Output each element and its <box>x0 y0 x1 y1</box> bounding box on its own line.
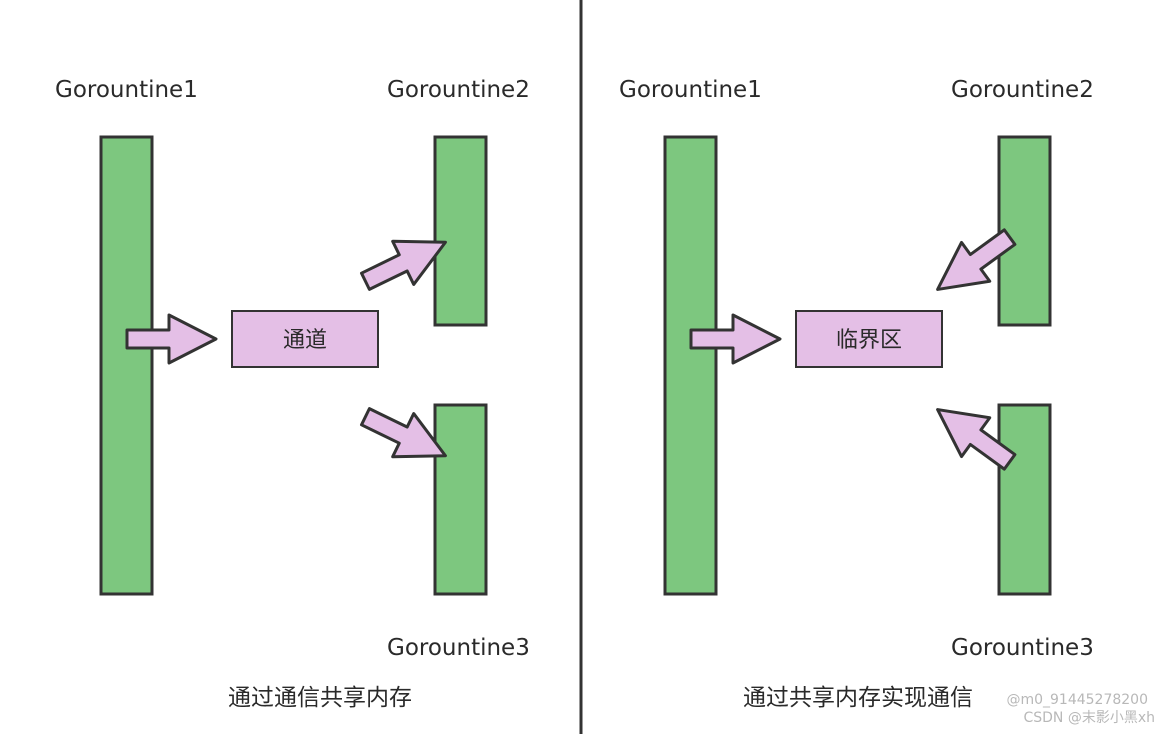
left-goroutine1-label: Gorountine1 <box>55 77 198 103</box>
critical-section-box-label: 临界区 <box>836 328 902 353</box>
left-goroutine2-label: Gorountine2 <box>387 77 530 103</box>
right-goroutine2-bar <box>997 135 1052 327</box>
right-goroutine3-label: Gorountine3 <box>951 635 1094 661</box>
left-goroutine3-label: Gorountine3 <box>387 635 530 661</box>
left-arrow-g1-to-box <box>125 313 218 365</box>
right-goroutine1-bar <box>663 135 718 596</box>
left-goroutine1-bar <box>99 135 154 596</box>
left-goroutine3-bar <box>433 403 488 596</box>
right-goroutine2-label: Gorountine2 <box>951 77 1094 103</box>
right-panel: Gorountine1 Gorountine2 Gorountine3 临界区 … <box>619 77 1155 726</box>
right-arrow-g1-to-box <box>689 313 782 365</box>
left-caption: 通过通信共享内存 <box>228 685 412 711</box>
right-arrow-g3-to-box <box>936 408 1017 471</box>
left-panel: Gorountine1 Gorountine2 Gorountine3 通道 通… <box>55 77 530 711</box>
critical-section-box <box>795 310 943 368</box>
left-arrow-box-to-g2 <box>360 239 447 291</box>
left-goroutine2-bar <box>433 135 488 327</box>
watermark-csdn: CSDN @末影小黑xh <box>1023 710 1155 726</box>
left-arrow-box-to-g3 <box>360 407 447 459</box>
channel-box-label: 通道 <box>283 328 327 353</box>
channel-box <box>231 310 379 368</box>
watermark-handle: @m0_91445278200 <box>1006 692 1148 708</box>
right-arrow-g2-to-box <box>936 228 1017 291</box>
right-goroutine1-label: Gorountine1 <box>619 77 762 103</box>
right-goroutine3-bar <box>997 403 1052 596</box>
right-caption: 通过共享内存实现通信 <box>743 685 973 711</box>
